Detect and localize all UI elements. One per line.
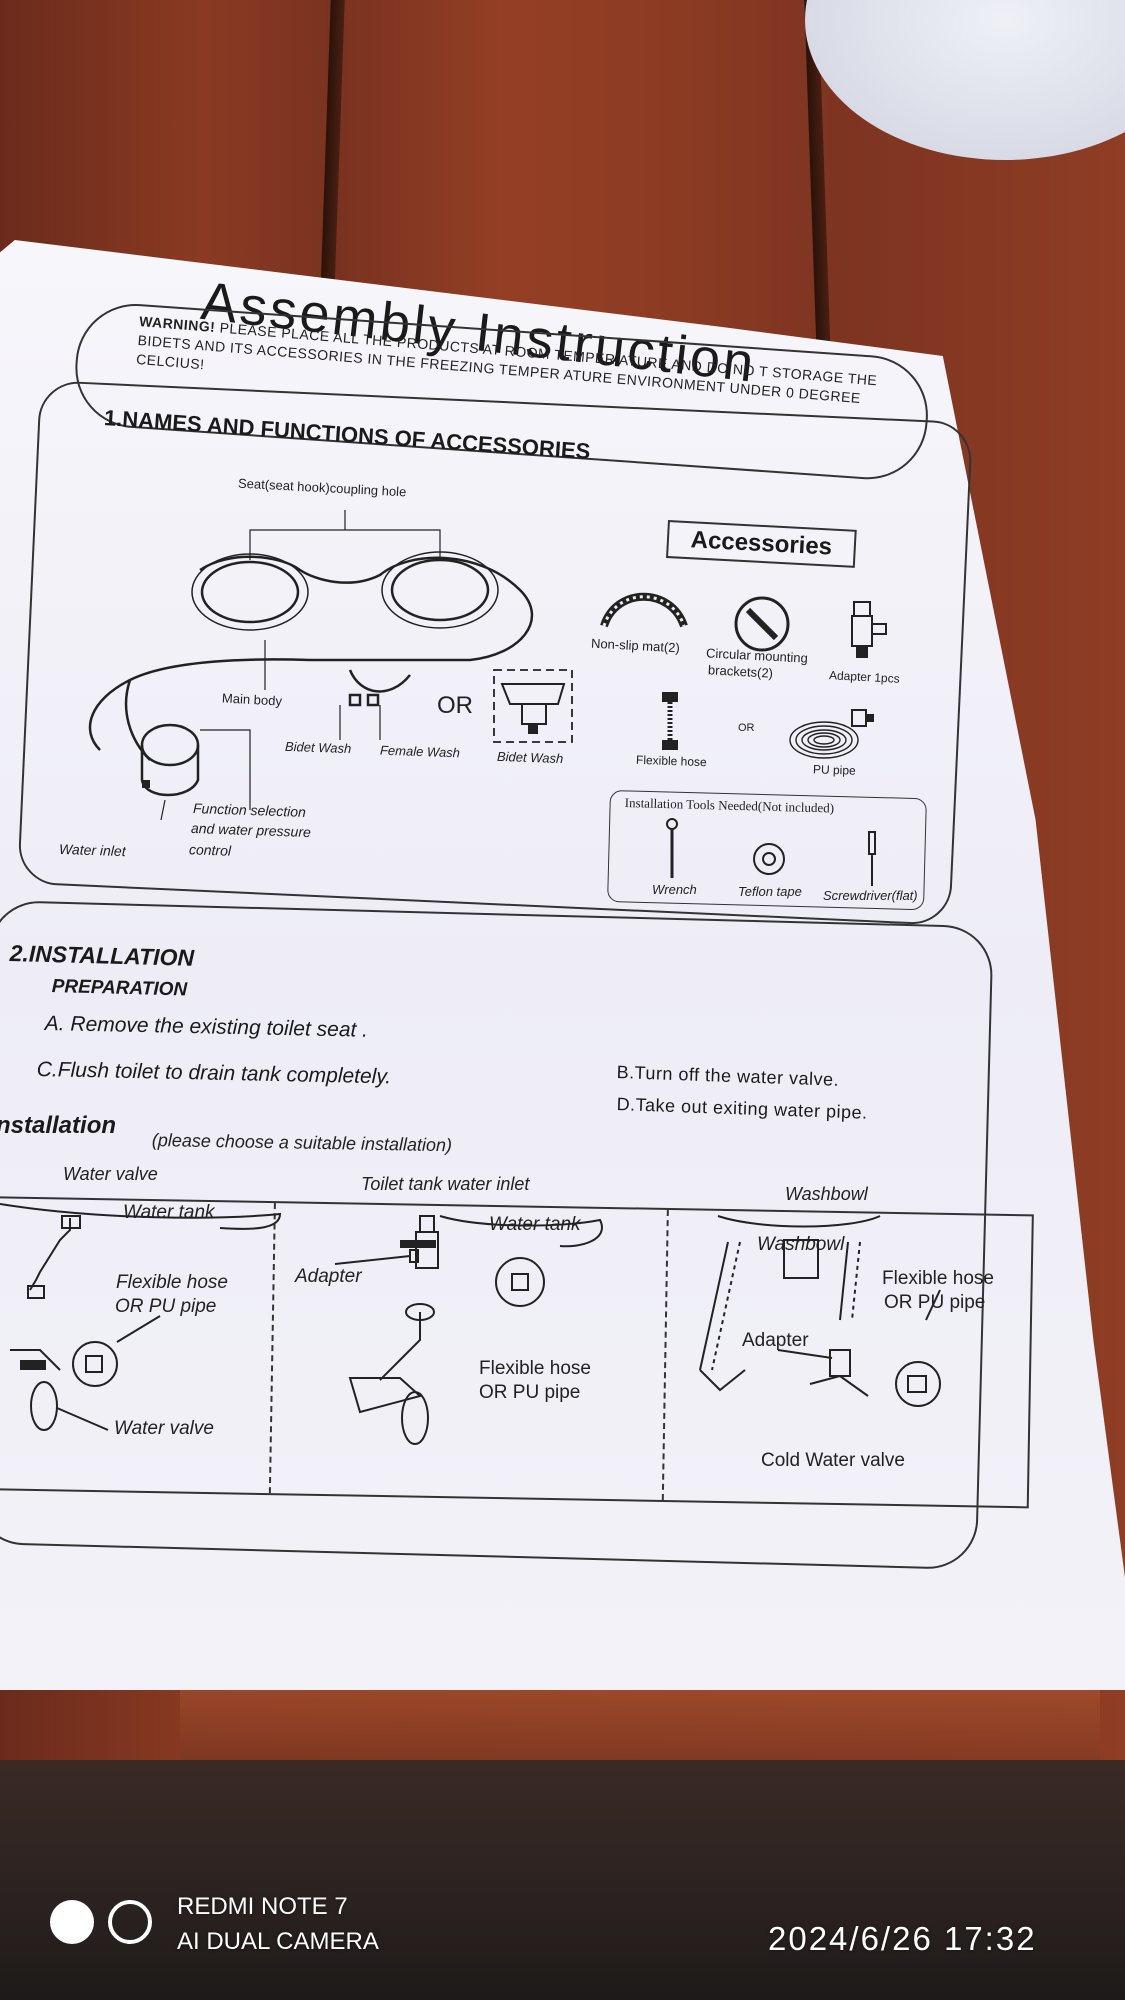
pu-pipe-icon	[789, 709, 874, 759]
flexible-hose-icon	[662, 692, 678, 750]
label-or-pu-pipe-2: OR PU pipe	[479, 1382, 581, 1403]
label-flexible-hose-2: Flexible hose	[479, 1358, 591, 1379]
instruction-sheet	[0, 240, 1125, 1690]
floor	[0, 1760, 1125, 2000]
column-head-washbowl: Washbowl	[785, 1184, 868, 1204]
label-cold-water-valve: Cold Water valve	[761, 1450, 905, 1471]
label-adapter-2: Adapter	[295, 1266, 362, 1287]
label-water-valve-1: Water valve	[114, 1418, 214, 1439]
teflon-tape-icon	[753, 843, 785, 875]
label-or: OR	[437, 692, 473, 719]
circular-bracket-icon	[734, 596, 790, 652]
camera-logo-ring-icon	[108, 1900, 152, 1944]
label-control: control	[188, 841, 232, 859]
column-head-tank-inlet: Toilet tank water inlet	[361, 1174, 530, 1194]
camera-logo-filled-circle-icon	[50, 1900, 94, 1944]
wrench-icon	[666, 818, 678, 878]
adapter-icon	[851, 601, 887, 658]
timestamp-text: 2024/6/26 17:32	[768, 1920, 1037, 1957]
plate	[805, 0, 1125, 160]
label-wrench: Wrench	[652, 882, 697, 897]
label-female-wash: Female Wash	[379, 742, 461, 761]
screwdriver-icon	[868, 831, 876, 886]
label-or-pu-pipe-3: OR PU pipe	[884, 1292, 986, 1313]
bidet-diagram	[88, 510, 534, 820]
camera-type-text: AI DUAL CAMERA	[177, 1928, 379, 1955]
label-adapter-3: Adapter	[742, 1330, 809, 1351]
label-water-inlet: Water inlet	[58, 840, 126, 860]
label-teflon-tape: Teflon tape	[738, 884, 802, 899]
bidet-alt-nozzle-icon	[493, 669, 573, 743]
label-water-tank-1: Water tank	[123, 1202, 215, 1223]
label-flexible-hose-1: Flexible hose	[116, 1272, 228, 1293]
installation-diagrams	[0, 1203, 941, 1445]
warning-label: WARNING!	[138, 312, 217, 336]
preparation-heading: PREPARATION	[51, 976, 188, 1001]
column-head-water-valve: Water valve	[63, 1164, 158, 1184]
label-flexible-hose-3: Flexible hose	[882, 1268, 994, 1289]
label-screwdriver: Screwdriver(flat)	[823, 888, 918, 903]
label-main-body: Main body	[221, 690, 283, 709]
label-accessories-or: OR	[738, 722, 755, 734]
section2-title: 2.INSTALLATION	[9, 940, 195, 971]
camera-model-text: REDMI NOTE 7	[177, 1893, 348, 1920]
non-slip-mat-icon	[600, 592, 688, 628]
label-bidet-wash-alt: Bidet Wash	[496, 748, 564, 767]
label-bidet-wash: Bidet Wash	[284, 738, 352, 757]
label-flexible-hose: Flexible hose	[635, 752, 707, 770]
installation-heading: nstallation	[0, 1112, 117, 1139]
label-pu-pipe: PU pipe	[812, 762, 856, 778]
label-or-pu-pipe-1: OR PU pipe	[115, 1296, 217, 1317]
label-washbowl-3: Washbowl	[757, 1234, 845, 1255]
label-water-tank-2: Water tank	[489, 1214, 581, 1235]
